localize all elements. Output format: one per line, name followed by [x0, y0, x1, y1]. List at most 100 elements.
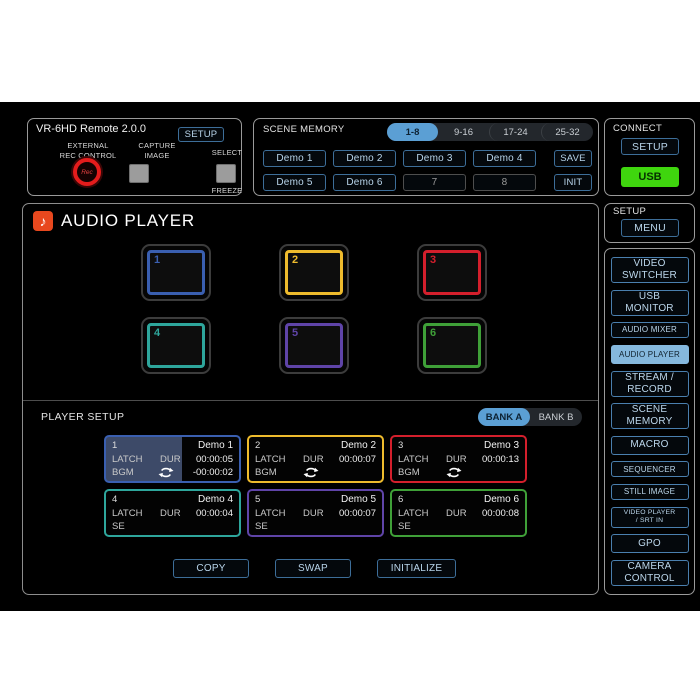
nav-item-still-image[interactable]: STILL IMAGE — [610, 484, 689, 500]
scene-slot-1[interactable]: Demo 1 — [263, 150, 326, 167]
pad-frame: 2 — [285, 250, 343, 295]
scene-slot-4[interactable]: Demo 4 — [473, 150, 536, 167]
cell-dur-label: DUR — [446, 453, 467, 465]
cell-number: 4 — [112, 494, 118, 505]
cell-duration: 00:00:05 — [196, 453, 233, 465]
copy-button[interactable]: COPY — [173, 559, 249, 578]
cell-mode: LATCH — [255, 453, 286, 465]
scene-save-button[interactable]: SAVE — [554, 150, 592, 167]
scene-slot-grid: Demo 1 Demo 2 Demo 3 Demo 4 SAVE Demo 5 … — [263, 150, 592, 191]
cell-name: Demo 3 — [483, 440, 519, 451]
cell-duration: 00:00:13 — [482, 453, 519, 465]
cell-name: Demo 1 — [197, 440, 233, 451]
audio-player-panel: ♪ AUDIO PLAYER 1 2 3 — [22, 203, 599, 595]
tab-17-24[interactable]: 17-24 — [489, 123, 541, 141]
nav-item-video-player-srt-in[interactable]: VIDEO PLAYER / SRT IN — [610, 506, 689, 528]
pad-frame: 6 — [423, 323, 481, 368]
connect-setup-button[interactable]: SETUP — [621, 138, 679, 155]
pad-number: 4 — [154, 327, 161, 339]
setup-panel: SETUP MENU — [604, 203, 695, 243]
device-control-panel: VR-6HD Remote 2.0.0 SETUP EXTERNAL REC C… — [27, 118, 242, 196]
app-window: VR-6HD Remote 2.0.0 SETUP EXTERNAL REC C… — [0, 102, 700, 611]
audio-pad-1[interactable]: 1 — [141, 244, 211, 301]
scene-slot-6[interactable]: Demo 6 — [333, 174, 396, 191]
menu-button[interactable]: MENU — [621, 219, 679, 237]
nav-item-gpo[interactable]: GPO — [610, 534, 689, 554]
audio-pad-4[interactable]: 4 — [141, 317, 211, 374]
nav-sidebar: VIDEO SWITCHER USB MONITOR AUDIO MIXER A… — [604, 248, 695, 595]
device-setup-button[interactable]: SETUP — [178, 127, 224, 142]
nav-item-audio-mixer[interactable]: AUDIO MIXER — [610, 322, 689, 339]
scene-memory-title: SCENE MEMORY — [263, 124, 345, 135]
usb-connect-button[interactable]: USB — [621, 167, 679, 187]
nav-item-scene-memory[interactable]: SCENE MEMORY — [610, 403, 689, 430]
page-title: AUDIO PLAYER — [61, 211, 195, 230]
loop-icon — [303, 467, 319, 478]
connect-title: CONNECT — [613, 123, 663, 134]
scene-bank-tabs: 1-8 9-16 17-24 25-32 — [387, 123, 593, 141]
cell-dur-label: DUR — [160, 453, 181, 465]
initialize-button[interactable]: INITIALIZE — [377, 559, 456, 578]
cell-category: SE — [255, 521, 268, 532]
scene-slot-5[interactable]: Demo 5 — [263, 174, 326, 191]
pad-number: 3 — [430, 254, 437, 266]
audio-pad-5[interactable]: 5 — [279, 317, 349, 374]
select-label: SELECT — [211, 148, 243, 157]
player-cell-5[interactable]: 5 Demo 5 LATCH DUR 00:00:07 SE — [247, 489, 384, 537]
nav-item-camera-control[interactable]: CAMERA CONTROL — [610, 559, 689, 586]
nav-item-video-switcher[interactable]: VIDEO SWITCHER — [610, 257, 689, 283]
nav-item-usb-monitor[interactable]: USB MONITOR — [610, 289, 689, 316]
freeze-select-button[interactable] — [216, 164, 236, 183]
tab-25-32[interactable]: 25-32 — [541, 123, 593, 141]
cell-category: BGM — [112, 467, 134, 478]
cell-dur-label: DUR — [303, 507, 324, 519]
nav-item-stream-record[interactable]: STREAM / RECORD — [610, 370, 689, 397]
audio-pad-2[interactable]: 2 — [279, 244, 349, 301]
cell-number: 5 — [255, 494, 261, 505]
cell-category: BGM — [255, 467, 277, 478]
audio-player-header: ♪ AUDIO PLAYER — [33, 211, 195, 231]
rec-icon: Rec — [81, 168, 93, 176]
cell-remaining: -00:00:02 — [192, 467, 233, 478]
nav-item-sequencer[interactable]: SEQUENCER — [610, 461, 689, 478]
cell-duration: 00:00:07 — [339, 453, 376, 465]
scene-slot-8[interactable]: 8 — [473, 174, 536, 191]
capture-image-label: CAPTURE IMAGE — [138, 141, 176, 160]
scene-slot-2[interactable]: Demo 2 — [333, 150, 396, 167]
cell-name: Demo 4 — [197, 494, 233, 505]
cell-dur-label: DUR — [446, 507, 467, 519]
nav-item-macro[interactable]: MACRO — [610, 435, 689, 455]
external-rec-label: EXTERNAL REC CONTROL — [59, 141, 117, 160]
music-note-icon: ♪ — [33, 211, 53, 231]
pad-frame: 1 — [147, 250, 205, 295]
cell-number: 1 — [112, 440, 118, 451]
setup-title: SETUP — [613, 206, 647, 217]
nav-item-audio-player[interactable]: AUDIO PLAYER — [610, 344, 689, 364]
cell-duration: 00:00:07 — [339, 507, 376, 519]
scene-slot-3[interactable]: Demo 3 — [403, 150, 466, 167]
tab-1-8[interactable]: 1-8 — [387, 123, 438, 141]
cell-mode: LATCH — [255, 507, 286, 519]
swap-button[interactable]: SWAP — [275, 559, 351, 578]
audio-pad-6[interactable]: 6 — [417, 317, 487, 374]
tab-bank-a[interactable]: BANK A — [478, 408, 530, 426]
tab-bank-b[interactable]: BANK B — [538, 411, 574, 423]
audio-pad-3[interactable]: 3 — [417, 244, 487, 301]
scene-slot-7[interactable]: 7 — [403, 174, 466, 191]
loop-icon — [158, 467, 174, 478]
external-rec-button[interactable]: Rec — [73, 158, 101, 186]
cell-mode: LATCH — [398, 507, 429, 519]
cell-name: Demo 5 — [340, 494, 376, 505]
tab-9-16[interactable]: 9-16 — [453, 126, 473, 138]
capture-image-button[interactable] — [129, 164, 149, 183]
cell-number: 6 — [398, 494, 404, 505]
scene-init-button[interactable]: INIT — [554, 174, 592, 191]
player-setup-title: PLAYER SETUP — [41, 411, 125, 423]
section-divider — [23, 400, 598, 401]
